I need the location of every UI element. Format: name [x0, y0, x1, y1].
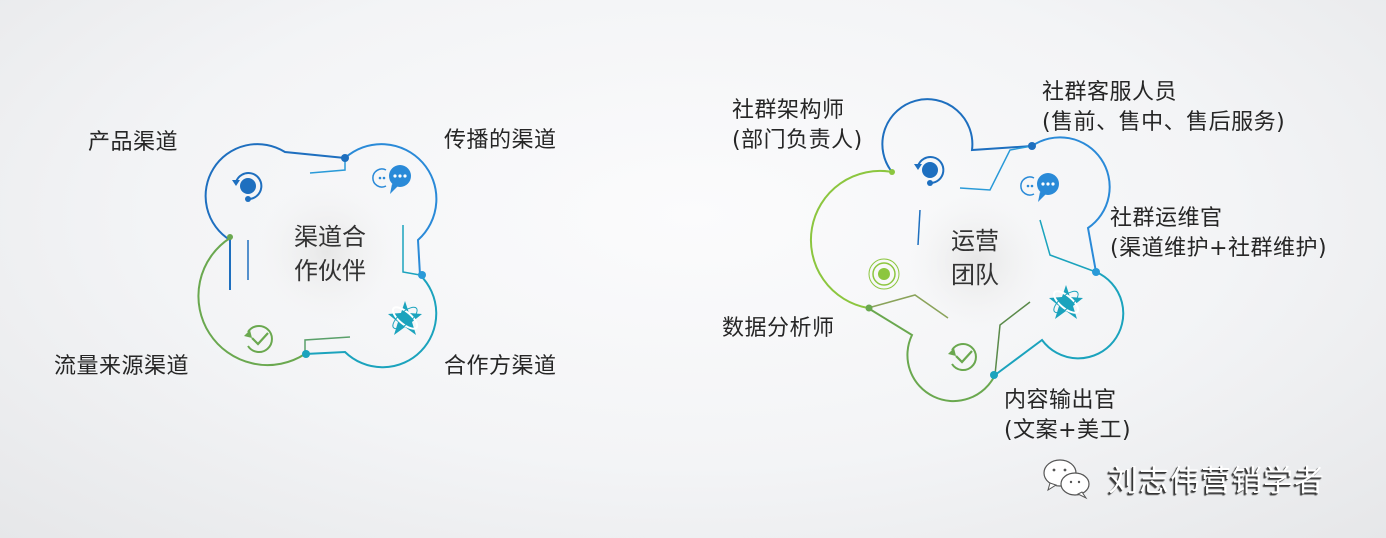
- watermark-text: 刘志伟营销学者: [1108, 464, 1325, 499]
- chat-bubble-icon: [372, 165, 411, 194]
- target-dot-icon: [868, 258, 900, 290]
- atom-star-icon: [388, 301, 422, 335]
- channel-partners-loop: [197, 143, 438, 369]
- node-label-customer-service: 社群客服人员 (售前、售中、售后服务): [1042, 80, 1286, 135]
- node-label-product-channel: 产品渠道: [88, 130, 179, 155]
- node-label-ops-officer: 社群运维官 (渠道维护+社群维护): [1110, 206, 1328, 261]
- atom-star-icon: [1049, 285, 1083, 319]
- check-circle-icon: [244, 325, 273, 353]
- node-label-partner-channel: 合作方渠道: [444, 354, 557, 379]
- channel-partners-diagram: 渠道合 作伙伴 产品渠道 传播的渠道 合作方渠道 流量来源渠道: [54, 128, 557, 379]
- node-label-broadcast-channel: 传播的渠道: [444, 128, 557, 153]
- node-label-data-analyst: 数据分析师: [722, 316, 835, 341]
- node-label-community-architect: 社群架构师 (部门负责人): [732, 98, 863, 153]
- check-circle-icon: [948, 343, 977, 371]
- center-label: 渠道合 作伙伴: [294, 223, 366, 285]
- watermark: 刘志伟营销学者: [1040, 456, 1325, 500]
- chat-bubble-icon: [1020, 173, 1059, 202]
- refresh-cycle-icon: [232, 172, 263, 202]
- node-label-content-officer: 内容输出官 (文案+美工): [1004, 388, 1132, 443]
- center-label: 运营 团队: [951, 227, 999, 289]
- node-label-traffic-source-channel: 流量来源渠道: [54, 354, 190, 379]
- refresh-cycle-icon: [914, 156, 945, 186]
- wechat-icon: [1043, 459, 1090, 500]
